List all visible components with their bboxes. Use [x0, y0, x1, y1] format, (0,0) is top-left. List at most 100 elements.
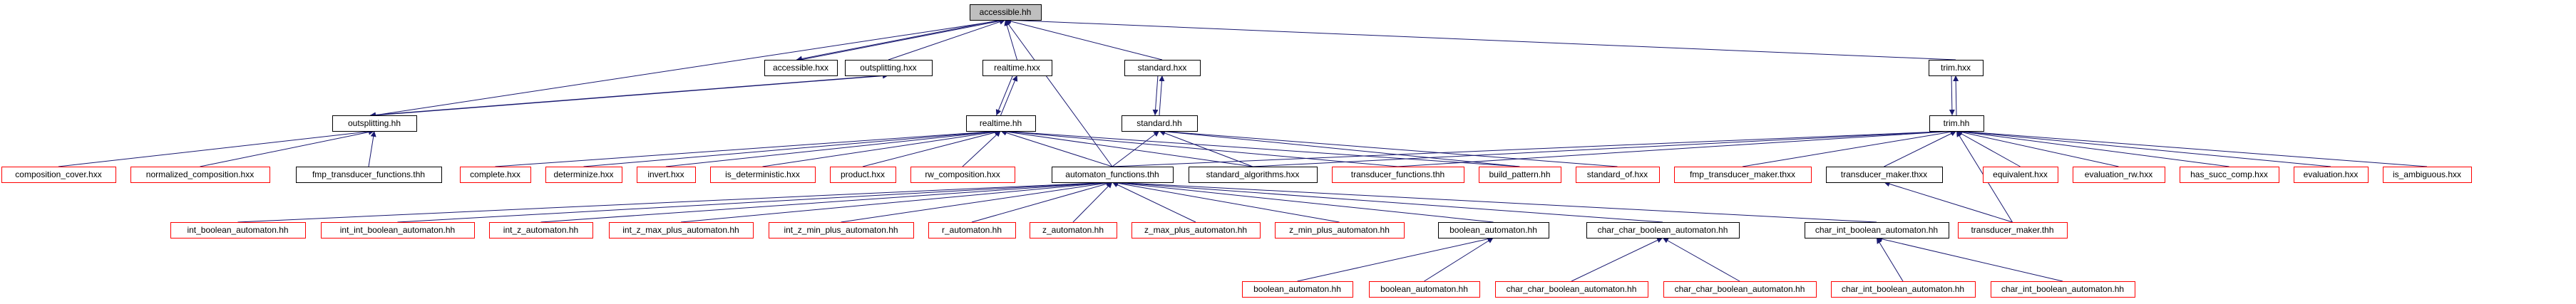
edge-int_z_min_plus_automaton-to-automaton_functions — [841, 180, 1113, 223]
node-label: char_char_boolean_automaton.hh — [1507, 284, 1637, 294]
node-box — [1275, 222, 1405, 239]
node-accessible-hxx[interactable]: accessible.hxx — [764, 60, 838, 76]
node-normalized-composition[interactable]: normalized_composition.hxx — [130, 167, 270, 183]
node-box — [1, 167, 116, 183]
node-standard-algorithms[interactable]: standard_algorithms.hxx — [1189, 167, 1318, 183]
edge-standard_hxx-to-accessible_hh — [1005, 19, 1163, 61]
node-outsplitting-hh[interactable]: outsplitting.hh — [332, 115, 417, 132]
node-is-ambiguous[interactable]: is_ambiguous.hxx — [2383, 167, 2472, 183]
node-label: transducer_maker.thxx — [1841, 169, 1927, 179]
node-standard-hxx[interactable]: standard.hxx — [1124, 60, 1201, 76]
node-equivalent[interactable]: equivalent.hxx — [1983, 167, 2058, 183]
edge-boolean_automaton_hh-to-automaton_functions — [1112, 179, 1494, 223]
edge-evaluation-to-trim_hh — [1956, 128, 2331, 167]
node-complete-hxx[interactable]: complete.hxx — [460, 167, 531, 183]
node-label: evaluation.hxx — [2304, 169, 2359, 179]
node-char-char-boolean-automaton-hh[interactable]: char_char_boolean_automaton.hh — [1586, 222, 1740, 239]
node-label: equivalent.hxx — [1993, 169, 2048, 179]
node-has-succ-comp[interactable]: has_succ_comp.hxx — [2180, 167, 2279, 183]
node-int-int-boolean-automaton[interactable]: int_int_boolean_automaton.hh — [321, 222, 475, 239]
node-z-automaton[interactable]: z_automaton.hh — [1030, 222, 1117, 239]
edge-r_automaton-to-automaton_functions — [971, 181, 1113, 223]
node-box — [1332, 167, 1464, 183]
node-z-max-plus-automaton[interactable]: z_max_plus_automaton.hh — [1132, 222, 1261, 239]
node-product-hxx[interactable]: product.hxx — [830, 167, 896, 183]
node-label: is_deterministic.hxx — [725, 169, 800, 179]
node-label: build_pattern.hh — [1489, 169, 1550, 179]
node-char-char-boolean-automaton-b[interactable]: char_char_boolean_automaton.hh — [1663, 281, 1817, 298]
node-box — [982, 60, 1052, 76]
node-char-int-boolean-automaton-a[interactable]: char_int_boolean_automaton.hh — [1831, 281, 1976, 298]
node-char-char-boolean-automaton-a[interactable]: char_char_boolean_automaton.hh — [1495, 281, 1648, 298]
node-evaluation[interactable]: evaluation.hxx — [2294, 167, 2369, 183]
node-label: char_char_boolean_automaton.hh — [1675, 284, 1805, 294]
node-box — [966, 115, 1036, 132]
node-int-boolean-automaton[interactable]: int_boolean_automaton.hh — [170, 222, 306, 239]
node-realtime-hxx[interactable]: realtime.hxx — [982, 60, 1052, 76]
node-box — [1189, 167, 1318, 183]
node-box — [1124, 60, 1201, 76]
edge-boolean_automaton_a-to-boolean_automaton_hh — [1297, 236, 1494, 282]
edge-standard_algorithms-to-trim_hh — [1252, 128, 1957, 167]
node-z-min-plus-automaton[interactable]: z_min_plus_automaton.hh — [1275, 222, 1405, 239]
node-box — [321, 222, 475, 239]
node-label: z_min_plus_automaton.hh — [1289, 225, 1390, 235]
node-standard-of[interactable]: standard_of.hxx — [1576, 167, 1660, 183]
node-char-int-boolean-automaton-b[interactable]: char_int_boolean_automaton.hh — [1991, 281, 2135, 298]
node-box — [332, 115, 417, 132]
node-label: composition_cover.hxx — [15, 169, 101, 179]
node-r-automaton[interactable]: r_automaton.hh — [928, 222, 1016, 239]
node-int-z-max-plus-automaton[interactable]: int_z_max_plus_automaton.hh — [609, 222, 754, 239]
node-label: int_boolean_automaton.hh — [187, 225, 288, 235]
node-int-z-automaton[interactable]: int_z_automaton.hh — [489, 222, 593, 239]
node-label: normalized_composition.hxx — [146, 169, 254, 179]
node-box — [910, 167, 1015, 183]
node-composition-cover[interactable]: composition_cover.hxx — [1, 167, 116, 183]
node-outsplitting-hxx[interactable]: outsplitting.hxx — [845, 60, 933, 76]
node-boolean-automaton-b[interactable]: boolean_automaton.hh — [1369, 281, 1480, 298]
node-rw-composition[interactable]: rw_composition.hxx — [910, 167, 1015, 183]
edge-standard_of-to-standard_hh — [1159, 128, 1618, 167]
node-label: realtime.hxx — [994, 63, 1040, 73]
node-box — [460, 167, 531, 183]
node-standard-hh[interactable]: standard.hh — [1122, 115, 1198, 132]
node-determinize-hxx[interactable]: determinize.hxx — [545, 167, 622, 183]
edge-realtime_hh-to-realtime_hxx — [1000, 75, 1018, 116]
node-fmp-transducer-functions[interactable]: fmp_transducer_functions.thh — [296, 167, 442, 183]
node-trim-hh[interactable]: trim.hh — [1929, 115, 1984, 132]
node-transducer-maker-thxx[interactable]: transducer_maker.thxx — [1826, 167, 1943, 183]
edge-z_min_plus_automaton-to-automaton_functions — [1112, 180, 1340, 223]
edge-fmp_transducer_maker-to-trim_hh — [1742, 129, 1957, 167]
node-build-pattern[interactable]: build_pattern.hh — [1479, 167, 1561, 183]
edge-transducer_functions-to-trim_hh — [1397, 128, 1957, 167]
node-accessible-hh: accessible.hh — [970, 4, 1042, 21]
node-label: char_char_boolean_automaton.hh — [1598, 225, 1728, 235]
edge-automaton_functions-to-standard_hh — [1112, 130, 1160, 167]
node-is-deterministic[interactable]: is_deterministic.hxx — [710, 167, 816, 183]
node-automaton-functions[interactable]: automaton_functions.thh — [1052, 167, 1174, 183]
edge-char_char_boolean_automaton_b-to-char_char_boolean_automaton_hh — [1662, 237, 1740, 282]
node-fmp-transducer-maker[interactable]: fmp_transducer_maker.thxx — [1674, 167, 1812, 183]
node-invert-hxx[interactable]: invert.hxx — [637, 167, 696, 183]
node-boolean-automaton-a[interactable]: boolean_automaton.hh — [1242, 281, 1353, 298]
edge-rw_composition-to-realtime_hh — [962, 130, 1001, 167]
node-box — [1369, 281, 1480, 298]
node-char-int-boolean-automaton-hh[interactable]: char_int_boolean_automaton.hh — [1805, 222, 1949, 239]
node-trim-hxx[interactable]: trim.hxx — [1929, 60, 1984, 76]
node-label: boolean_automaton.hh — [1380, 284, 1468, 294]
node-transducer-functions[interactable]: transducer_functions.thh — [1332, 167, 1464, 183]
node-box — [1929, 60, 1984, 76]
node-transducer-maker-thh[interactable]: transducer_maker.thh — [1958, 222, 2068, 239]
node-evaluation-rw[interactable]: evaluation_rw.hxx — [2073, 167, 2165, 183]
edge-outsplitting_hxx-to-accessible_hh — [888, 19, 1006, 61]
node-int-z-min-plus-automaton[interactable]: int_z_min_plus_automaton.hh — [769, 222, 914, 239]
edge-transducer_maker_thxx-to-trim_hh — [1884, 130, 1957, 167]
node-realtime-hh[interactable]: realtime.hh — [966, 115, 1036, 132]
node-box — [130, 167, 270, 183]
node-boolean-automaton-hh[interactable]: boolean_automaton.hh — [1438, 222, 1549, 239]
node-box — [2073, 167, 2165, 183]
node-box — [1495, 281, 1648, 298]
node-label: char_int_boolean_automaton.hh — [1842, 284, 1964, 294]
node-label: accessible.hh — [980, 7, 1032, 17]
